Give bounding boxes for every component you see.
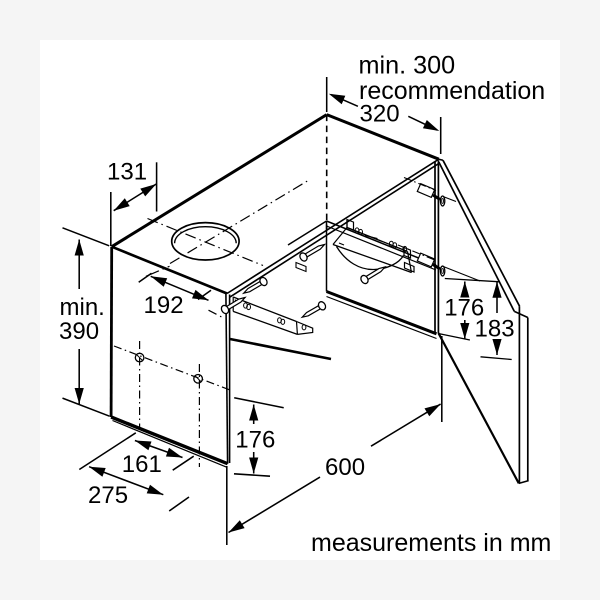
svg-text:275: 275 <box>88 482 128 509</box>
svg-text:131: 131 <box>107 159 147 186</box>
svg-text:176: 176 <box>235 427 275 454</box>
svg-text:192: 192 <box>144 292 184 319</box>
svg-text:min.: min. <box>60 294 105 321</box>
svg-text:161: 161 <box>122 451 162 478</box>
svg-text:183: 183 <box>475 316 515 343</box>
svg-text:176: 176 <box>444 295 484 322</box>
svg-text:min. 300: min. 300 <box>359 52 456 80</box>
svg-text:recommendation: recommendation <box>359 77 545 105</box>
svg-text:measurements in mm: measurements in mm <box>311 529 551 557</box>
svg-text:600: 600 <box>325 454 365 481</box>
svg-text:320: 320 <box>360 100 400 127</box>
svg-text:390: 390 <box>59 318 99 345</box>
